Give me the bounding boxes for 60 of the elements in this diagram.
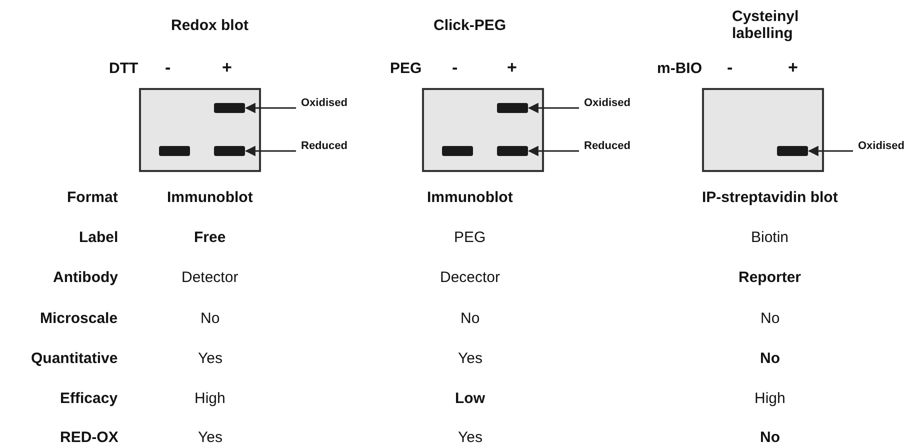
- band-label: Oxidised: [858, 140, 904, 152]
- leader-arrow: [244, 146, 296, 156]
- table-cell: No: [200, 310, 220, 327]
- blot-membrane: [139, 88, 261, 172]
- table-cell: Low: [455, 390, 485, 407]
- table-cell: Decector: [440, 268, 500, 286]
- table-cell: Immunoblot: [167, 188, 253, 206]
- table-cell: Reporter: [738, 268, 802, 286]
- leader-arrow: [808, 146, 853, 156]
- protein-band: [777, 146, 808, 156]
- reagent-label: DTT: [109, 60, 138, 77]
- row-header: Quantitative: [31, 350, 118, 367]
- table-cell: PEG: [454, 228, 486, 246]
- protein-band: [214, 146, 245, 156]
- band-label: Reduced: [301, 140, 348, 152]
- protein-band: [497, 146, 528, 156]
- table-cell: Yes: [198, 350, 222, 367]
- reagent-label: m-BIO: [657, 60, 702, 77]
- panel-title: Cysteinyl labelling: [732, 8, 800, 42]
- plus-sign: +: [507, 58, 517, 78]
- row-header: Label: [79, 228, 118, 246]
- table-cell: Yes: [458, 350, 482, 367]
- panel-title: Click-PEG: [434, 16, 506, 34]
- leader-arrow: [528, 146, 579, 156]
- table-cell: No: [460, 310, 480, 327]
- protein-band: [159, 146, 190, 156]
- blot-membrane: [422, 88, 544, 172]
- minus-sign: -: [165, 58, 171, 78]
- protein-band: [214, 103, 245, 113]
- panel-title: Redox blot: [171, 16, 248, 34]
- table-cell: Detector: [182, 268, 238, 286]
- minus-sign: -: [727, 58, 733, 78]
- reagent-label: PEG: [390, 60, 422, 77]
- row-header: Efficacy: [60, 390, 118, 407]
- leader-arrow: [244, 102, 296, 114]
- table-cell: No: [760, 428, 780, 445]
- row-header: RED-OX: [60, 428, 118, 445]
- table-cell: Yes: [458, 428, 482, 445]
- table-cell: Yes: [198, 428, 222, 445]
- table-cell: No: [760, 350, 780, 367]
- table-cell: No: [760, 310, 780, 327]
- table-cell: Biotin: [751, 228, 789, 246]
- table-cell: High: [754, 390, 786, 407]
- row-header: Format: [67, 188, 118, 206]
- table-cell: Free: [194, 228, 226, 246]
- blot-membrane: [702, 88, 824, 172]
- table-cell: IP-streptavidin blot: [702, 188, 838, 206]
- plus-sign: +: [788, 58, 798, 78]
- plus-sign: +: [222, 58, 232, 78]
- protein-band: [497, 103, 528, 113]
- band-label: Oxidised: [301, 97, 348, 109]
- band-label: Reduced: [584, 140, 630, 152]
- table-cell: High: [194, 390, 226, 407]
- leader-arrow: [528, 102, 579, 114]
- protein-band: [442, 146, 473, 156]
- table-cell: Immunoblot: [427, 188, 513, 206]
- row-header: Antibody: [53, 268, 118, 286]
- row-header: Microscale: [40, 310, 118, 327]
- minus-sign: -: [452, 58, 458, 78]
- band-label: Oxidised: [584, 97, 630, 109]
